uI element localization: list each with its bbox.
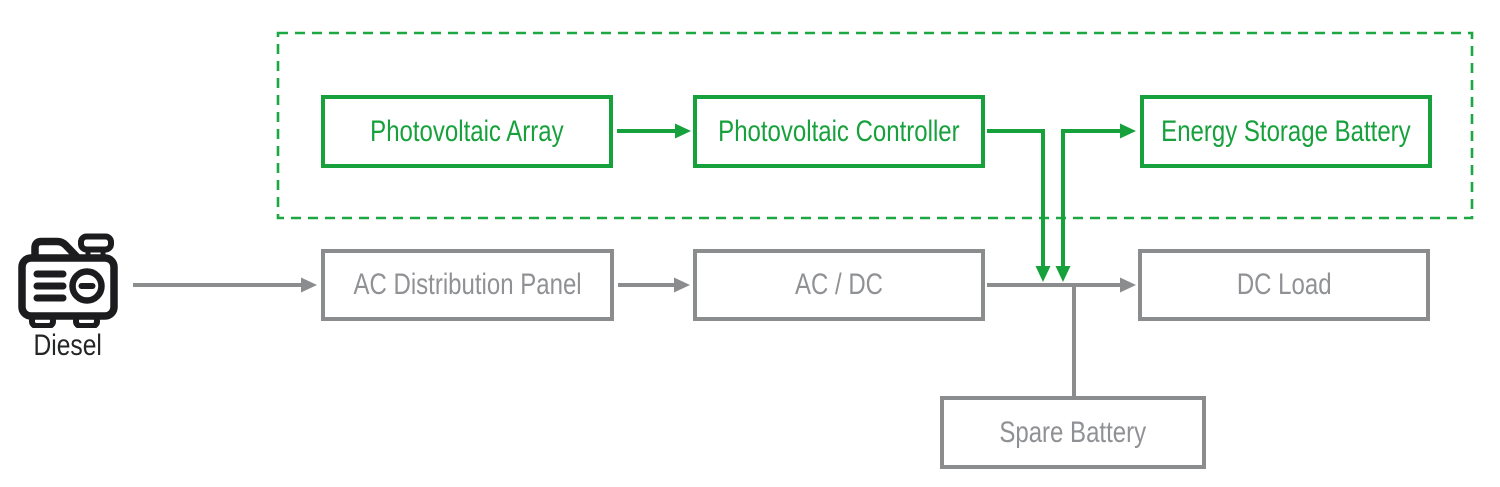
node-label: Diesel	[33, 329, 103, 362]
pv-zone-dashed-border	[276, 31, 1474, 220]
node-spare-battery: Spare Battery	[940, 396, 1206, 469]
node-energy-storage-battery: Energy Storage Battery	[1140, 95, 1432, 168]
node-label: AC Distribution Panel	[353, 268, 582, 301]
green-arrowheads	[675, 123, 1136, 282]
node-label: DC Load	[1236, 268, 1332, 301]
node-ac-dc-converter: AC / DC	[693, 249, 985, 321]
gray-arrowheads	[301, 277, 1136, 293]
green-wires	[617, 129, 1121, 268]
node-label: Photovoltaic Controller	[718, 114, 960, 148]
gray-wires	[133, 283, 1120, 397]
node-label: Photovoltaic Array	[370, 114, 564, 148]
node-photovoltaic-array: Photovoltaic Array	[321, 95, 613, 168]
node-label: Energy Storage Battery	[1161, 114, 1411, 148]
node-ac-distribution-panel: AC Distribution Panel	[321, 249, 614, 321]
node-label: AC / DC	[794, 268, 883, 301]
diesel-generator-icon	[16, 228, 120, 329]
node-dc-load: DC Load	[1138, 249, 1430, 321]
node-photovoltaic-controller: Photovoltaic Controller	[693, 95, 985, 168]
node-label: Spare Battery	[999, 415, 1147, 449]
node-diesel: Diesel	[8, 331, 128, 361]
